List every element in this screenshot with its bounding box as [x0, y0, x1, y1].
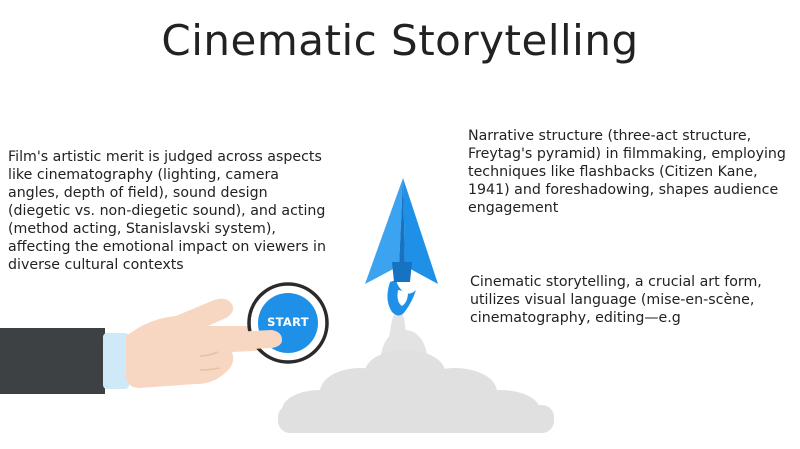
pointing-hand-icon: [0, 298, 286, 394]
text-block-narrative-structure: Narrative structure (three-act structure…: [468, 128, 786, 216]
text-block-artistic-merit: Film's artistic merit is judged across a…: [8, 149, 326, 273]
start-button-label[interactable]: START: [267, 315, 309, 329]
page-title: Cinematic Storytelling: [161, 16, 639, 65]
text-block-visual-language: Cinematic storytelling, a crucial art fo…: [470, 274, 762, 326]
paper-rocket-icon: [365, 178, 438, 284]
finger-tip: [232, 330, 282, 350]
rocket-flame-icon: [387, 280, 416, 316]
smoke-cloud-icon: [278, 309, 554, 433]
